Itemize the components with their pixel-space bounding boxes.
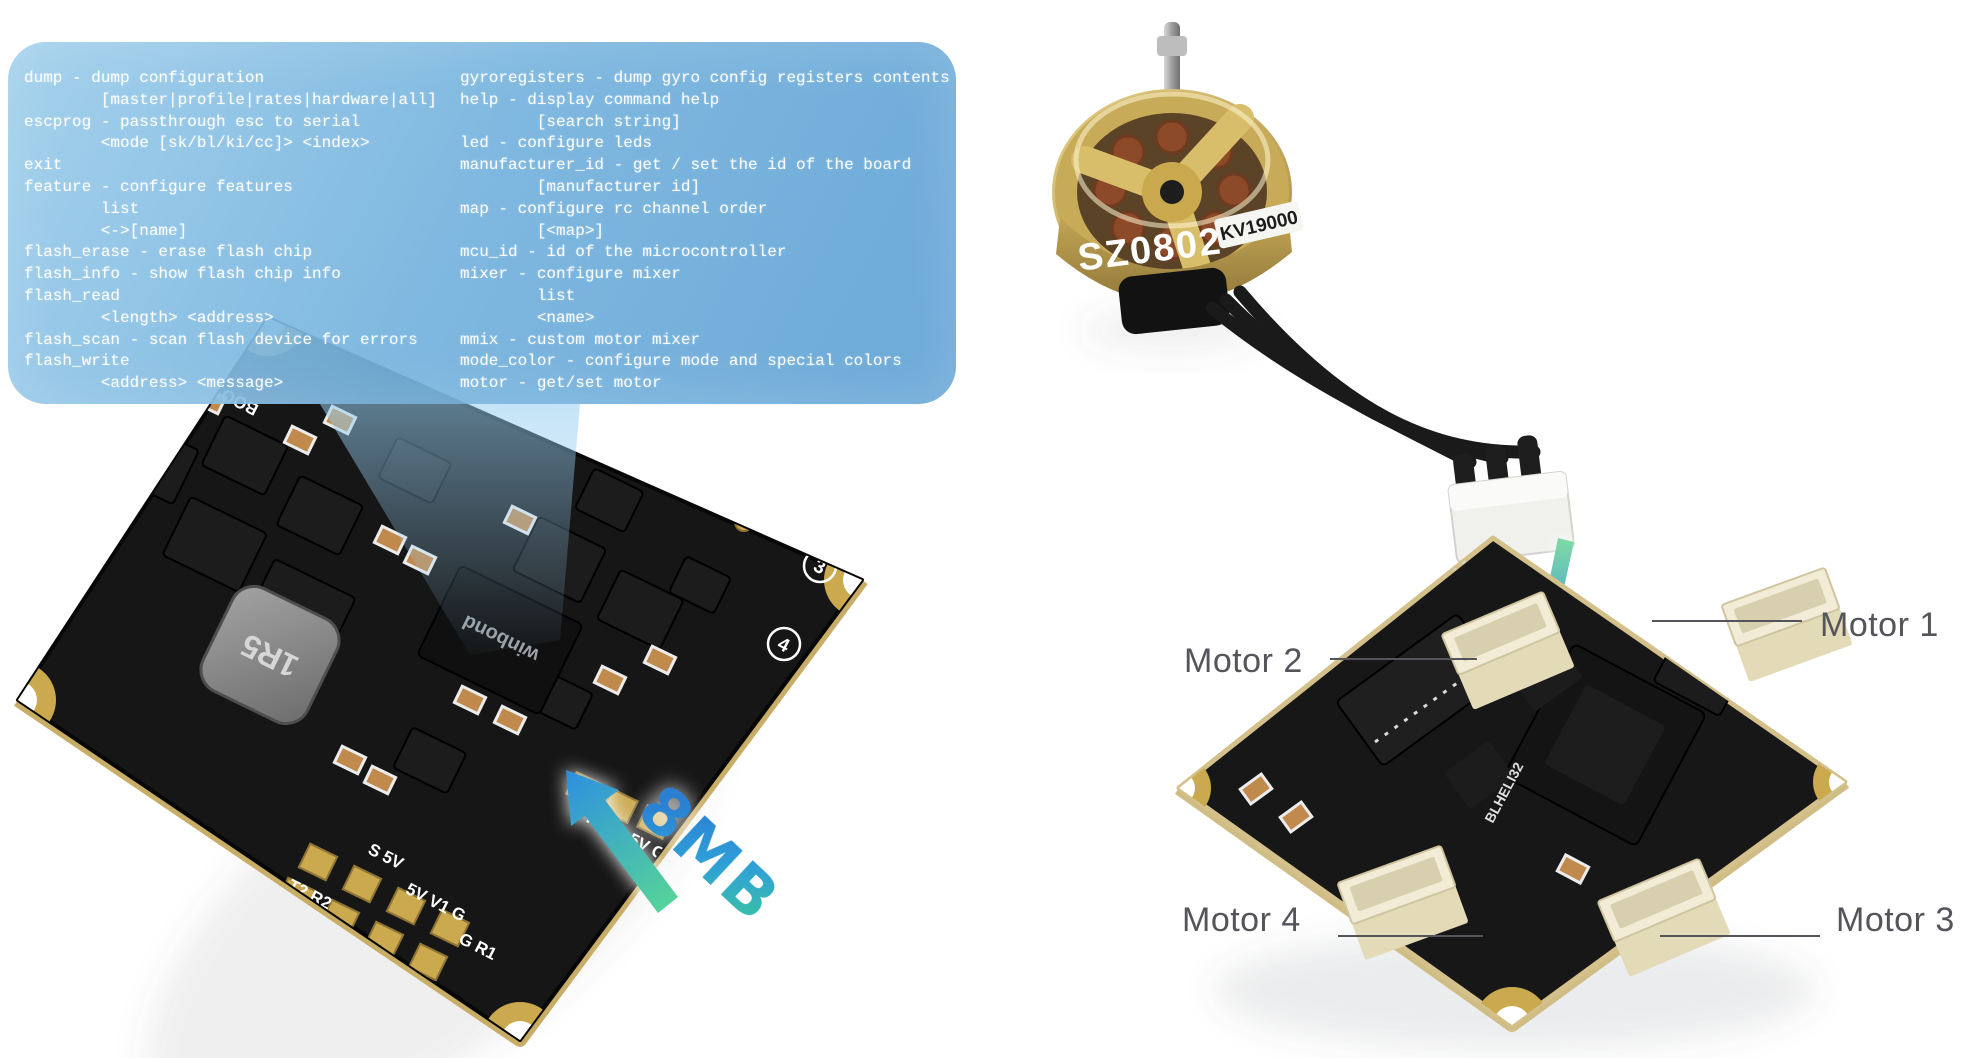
motor-plug [1447, 435, 1575, 564]
motor-wires [1205, 285, 1541, 469]
motor-4-label: Motor 4 [1182, 901, 1301, 939]
corner-number-2: 2 [63, 456, 82, 480]
motor-3-leader-line [1660, 935, 1820, 937]
motor-2-label: Motor 2 [1184, 642, 1303, 680]
cli-help-right-column: gyroregisters - dump gyro config registe… [460, 69, 950, 393]
shaft-nut [1157, 36, 1187, 56]
bell-band [1056, 214, 1292, 303]
silkscreen-bz-led: BZ- LED [658, 402, 699, 463]
left-flight-controller-board: winbond 1R5 [14, 316, 868, 1047]
spotlight-beam [320, 404, 580, 655]
motor-4-leader-line [1338, 935, 1483, 937]
motor-3-label: Motor 3 [1836, 901, 1955, 939]
motor-1-connector [1721, 567, 1852, 682]
motor-4-connector [1337, 845, 1468, 960]
inductor-1r5: 1R5 [199, 584, 341, 726]
cli-help-left-column: dump - dump configuration [master|profil… [24, 69, 437, 393]
motor-2-connector [1441, 591, 1574, 710]
motor-2-leader-line [1330, 658, 1477, 660]
motor-1-label: Motor 1 [1820, 606, 1939, 644]
motor-1-leader-line [1652, 620, 1802, 622]
motor-base [1118, 267, 1230, 335]
brushless-motor: SZ0802 KV19000 [1052, 22, 1304, 335]
motor-connectors [1337, 567, 1852, 977]
flash-8mb-arrow [566, 770, 678, 913]
cli-help-panel: dump - dump configuration [master|profil… [8, 42, 956, 404]
bell-highlight [1073, 91, 1271, 229]
